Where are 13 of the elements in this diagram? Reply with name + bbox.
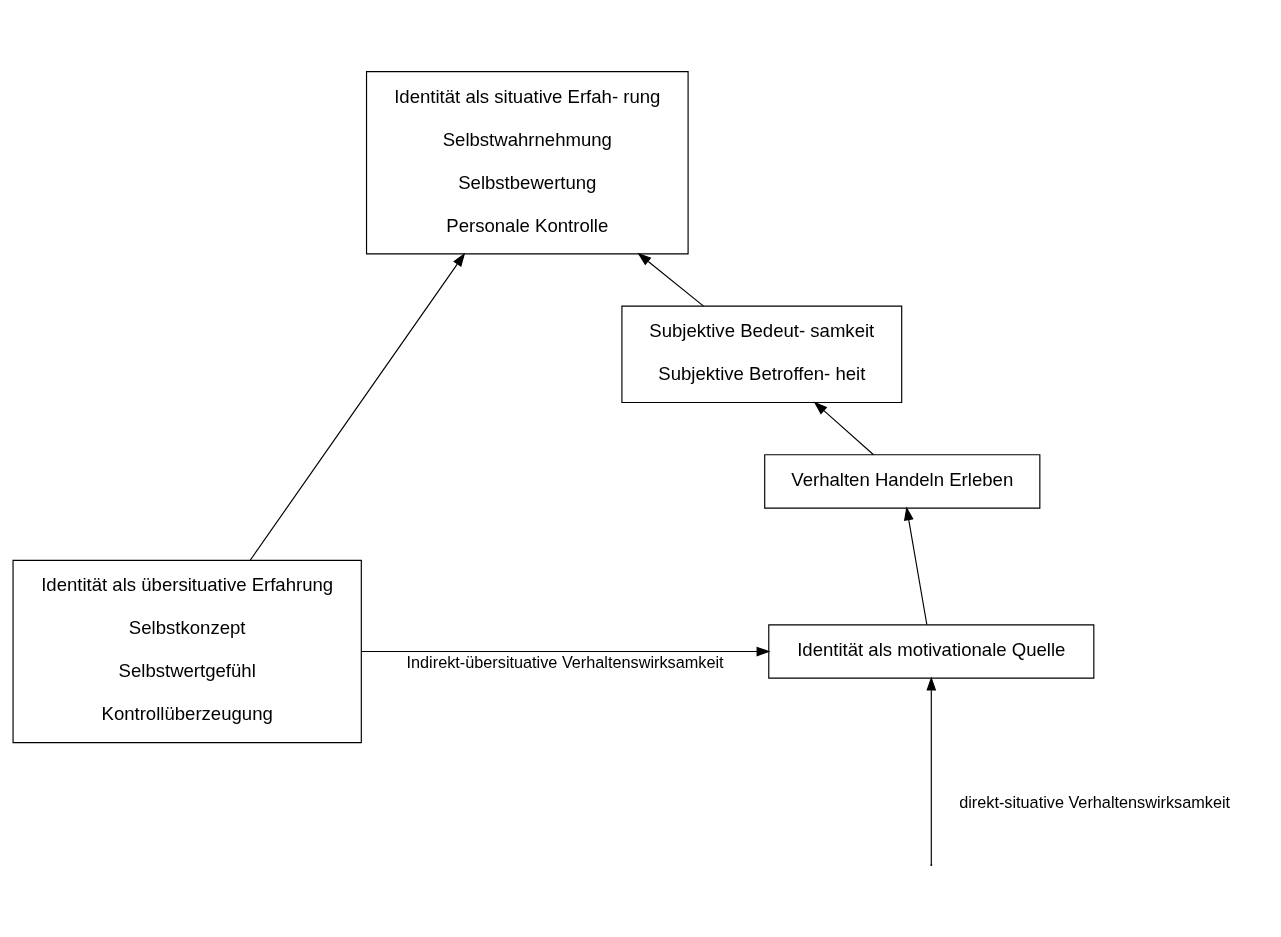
- arrow: [903, 506, 928, 626]
- arrow: [361, 646, 771, 657]
- node-box: Identität als übersituative Erfahrung Selbstkonzept Selbstwertgefühl Kontrollüberzeugung: [12, 559, 362, 744]
- edge-label: Indirekt-übersituative Verhaltenswirksamkeit: [406, 652, 724, 671]
- arrow: [637, 252, 705, 307]
- node-box: Identität als motivationale Quelle: [768, 624, 1095, 679]
- node-box: Verhalten Handeln Erleben: [764, 454, 1041, 509]
- node-box: Subjektive Bedeut- samkeit Subjektive Betroffen- heit: [621, 305, 903, 404]
- arrow: [926, 676, 937, 865]
- edge-label: direkt-situative Verhaltenswirksamkeit: [959, 793, 1231, 812]
- node-box: Identität als situative Erfah- rung Selbstwahrnehmung Selbstbewertung Personale Kontrolle: [365, 71, 689, 255]
- arrow: [249, 252, 466, 561]
- arrow: [813, 401, 875, 456]
